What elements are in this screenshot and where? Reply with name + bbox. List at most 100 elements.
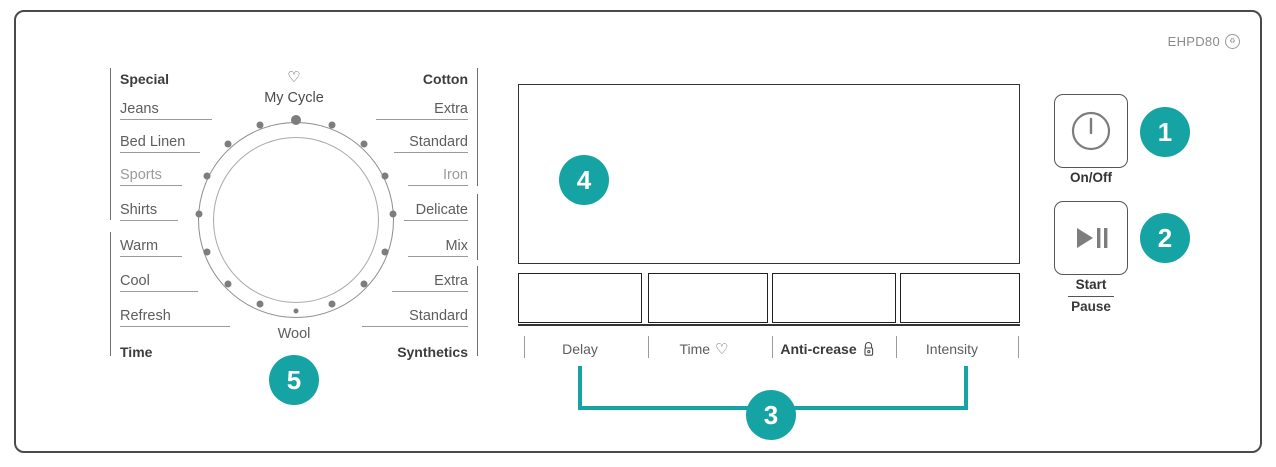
left-group-divider-1: [110, 68, 111, 220]
right-group-divider-3: [477, 266, 478, 356]
program-label-synthetics[interactable]: Synthetics: [397, 344, 468, 360]
touch-button-row: [518, 273, 1020, 323]
program-label-time[interactable]: Time: [120, 344, 153, 360]
power-icon: [1071, 111, 1111, 151]
heart-icon: ♡: [715, 341, 729, 358]
program-selector-knob[interactable]: [213, 137, 379, 303]
program-rule-shirts: [120, 220, 178, 221]
dial-tick-dot: [360, 280, 368, 288]
program-rule-jeans: [120, 119, 212, 120]
label-divider-tick: [772, 336, 773, 358]
dial-tick-dot: [360, 140, 368, 148]
callout-badge-5: 5: [269, 355, 319, 405]
touch-label-intensity[interactable]: Intensity: [890, 336, 1014, 362]
program-label-mix[interactable]: Mix: [445, 238, 468, 254]
program-label-sports[interactable]: Sports: [120, 167, 162, 183]
program-rule-iron: [408, 185, 468, 186]
program-label-refresh[interactable]: Refresh: [120, 308, 171, 324]
callout-badge-2: 2: [1140, 213, 1190, 263]
program-rule-standard-2: [362, 326, 468, 327]
dial-tick-dot: [328, 121, 336, 129]
program-rule-standard-1: [394, 152, 468, 153]
wool-label[interactable]: Wool: [277, 326, 311, 342]
touch-button-labels: Delay Time ♡ Anti-crease Intensity: [518, 336, 1020, 362]
touch-button-anti-crease[interactable]: [772, 273, 896, 323]
dial-tick-dot: [293, 308, 299, 314]
program-rule-delicate: [404, 220, 468, 221]
power-caption-text: On/Off: [1070, 170, 1112, 185]
label-divider-tick: [524, 336, 525, 358]
dial-tick-dot: [203, 172, 211, 180]
dial-tick-dot: [224, 280, 232, 288]
recycle-icon: ♻: [1225, 34, 1240, 49]
program-label-standard-1[interactable]: Standard: [409, 134, 468, 150]
my-cycle-group: ♡ My Cycle: [108, 70, 480, 106]
program-label-cool[interactable]: Cool: [120, 273, 150, 289]
program-rule-cool: [120, 291, 198, 292]
program-rule-bed-linen: [120, 152, 200, 153]
callout-badge-4: 4: [559, 155, 609, 205]
bracket-right-riser: [964, 366, 968, 410]
my-cycle-label[interactable]: My Cycle: [264, 90, 324, 106]
caption-separator: [1068, 295, 1114, 297]
start-caption-text: Start: [1075, 277, 1107, 292]
model-label: EHPD80: [1167, 34, 1220, 49]
touch-label-anti-crease-text: Anti-crease: [780, 341, 857, 357]
right-group-divider-2: [477, 194, 478, 260]
start-pause-button[interactable]: [1054, 201, 1128, 275]
program-rule-refresh: [120, 326, 230, 327]
start-pause-caption: Start Pause: [1031, 277, 1151, 316]
touch-button-intensity[interactable]: [900, 273, 1020, 323]
dial-tick-dot: [224, 140, 232, 148]
bracket-left-riser: [578, 366, 582, 410]
program-label-shirts[interactable]: Shirts: [120, 202, 158, 218]
touch-label-time[interactable]: Time ♡: [642, 336, 766, 362]
touch-label-delay[interactable]: Delay: [518, 336, 642, 362]
model-badge: EHPD80 ♻: [1168, 34, 1240, 49]
power-button[interactable]: [1054, 94, 1128, 168]
left-group-divider-2: [110, 232, 111, 356]
dial-tick-dot: [381, 248, 389, 256]
touch-label-delay-text: Delay: [562, 341, 598, 357]
dial-tick-dot: [291, 115, 301, 125]
program-label-cotton[interactable]: Cotton: [422, 71, 468, 87]
dial-tick-dot: [203, 248, 211, 256]
program-label-special[interactable]: Special: [120, 71, 170, 87]
program-rule-mix: [408, 256, 468, 257]
touch-label-time-text: Time: [679, 341, 711, 357]
label-divider-tick: [896, 336, 897, 358]
program-label-extra-1[interactable]: Extra: [434, 101, 468, 117]
callout-badge-3: 3: [746, 390, 796, 440]
right-group-divider-1: [477, 68, 478, 186]
play-pause-icon: [1077, 228, 1108, 248]
program-rule-extra-1: [376, 119, 468, 120]
dial-tick-dot: [195, 210, 203, 218]
callout-badge-1: 1: [1140, 107, 1190, 157]
dial-tick-dot: [389, 210, 397, 218]
dial-tick-dot: [256, 300, 264, 308]
program-rule-sports: [120, 185, 182, 186]
pause-caption-text: Pause: [1071, 298, 1111, 314]
dial-tick-dot: [381, 172, 389, 180]
touch-button-underline: [518, 324, 1020, 326]
program-label-iron[interactable]: Iron: [443, 167, 468, 183]
touch-label-intensity-text: Intensity: [925, 341, 979, 357]
program-label-standard-2[interactable]: Standard: [409, 308, 468, 324]
program-label-warm[interactable]: Warm: [120, 238, 159, 254]
power-button-caption: On/Off: [1031, 170, 1151, 187]
program-label-extra-2[interactable]: Extra: [434, 273, 468, 289]
appliance-frame: [14, 10, 1262, 453]
program-dial-zone: Special Jeans Bed Linen Sports Shirts Wa…: [108, 62, 480, 367]
program-label-bed-linen[interactable]: Bed Linen: [120, 134, 186, 150]
label-divider-tick: [648, 336, 649, 358]
heart-icon: ♡: [287, 69, 301, 86]
touch-button-delay[interactable]: [518, 273, 642, 323]
dial-tick-dot: [256, 121, 264, 129]
program-label-jeans[interactable]: Jeans: [120, 101, 159, 117]
lock-icon: [864, 342, 873, 356]
touch-label-anti-crease[interactable]: Anti-crease: [766, 336, 890, 362]
touch-button-time[interactable]: [648, 273, 768, 323]
program-rule-warm: [120, 256, 182, 257]
program-label-delicate[interactable]: Delicate: [415, 202, 468, 218]
